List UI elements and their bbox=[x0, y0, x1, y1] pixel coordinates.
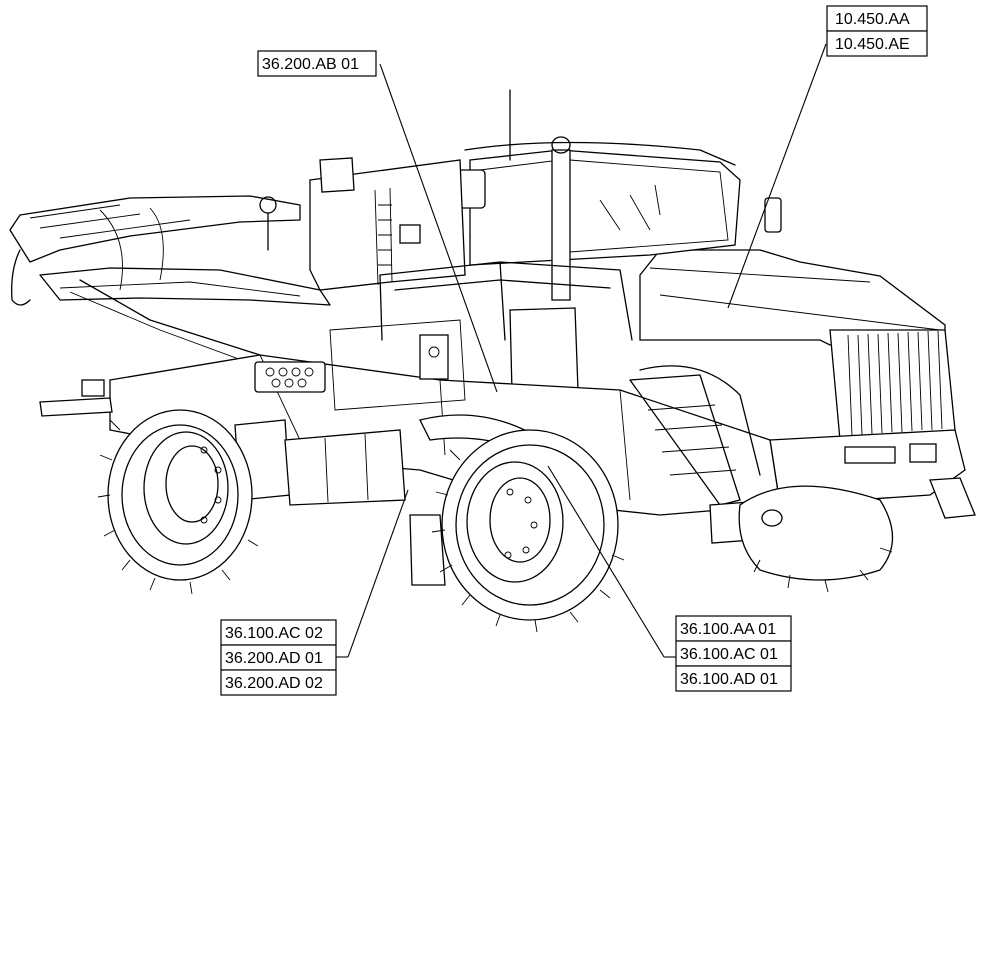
callout-label: 36.100.AC 01 bbox=[680, 646, 778, 663]
callout-label: 36.100.AD 01 bbox=[680, 671, 778, 688]
callout-group-bottom-right: 36.100.AA 01 36.100.AC 01 36.100.AD 01 bbox=[675, 615, 792, 692]
callout-box bbox=[257, 50, 377, 77]
rear-left-wheel bbox=[97, 409, 259, 595]
front-wheel bbox=[738, 485, 893, 593]
callout-box bbox=[675, 615, 792, 642]
valve-block bbox=[265, 367, 314, 388]
callout-box bbox=[220, 644, 337, 671]
callout-label: 36.200.AD 01 bbox=[225, 650, 323, 667]
spray-boom bbox=[9, 195, 331, 366]
callout-group-top-right: 10.450.AA 10.450.AE bbox=[826, 5, 928, 57]
callout-group-bottom-left: 36.100.AC 02 36.200.AD 01 36.200.AD 02 bbox=[220, 619, 337, 696]
callout-label: 36.100.AA 01 bbox=[680, 621, 776, 638]
radiator-grille bbox=[847, 330, 943, 437]
rear-right-wheel bbox=[431, 429, 625, 633]
callout-group-top-left: 36.200.AB 01 bbox=[257, 50, 377, 77]
callout-box bbox=[220, 669, 337, 696]
callout-label: 10.450.AE bbox=[835, 36, 910, 53]
callout-box bbox=[826, 5, 928, 32]
callout-label: 36.100.AC 02 bbox=[225, 625, 323, 642]
callout-box bbox=[826, 30, 928, 57]
callout-label: 36.200.AD 02 bbox=[225, 675, 323, 692]
callout-label: 10.450.AA bbox=[835, 11, 910, 28]
callout-label: 36.200.AB 01 bbox=[262, 56, 359, 73]
callout-box bbox=[675, 665, 792, 692]
leader-lines bbox=[336, 43, 827, 658]
